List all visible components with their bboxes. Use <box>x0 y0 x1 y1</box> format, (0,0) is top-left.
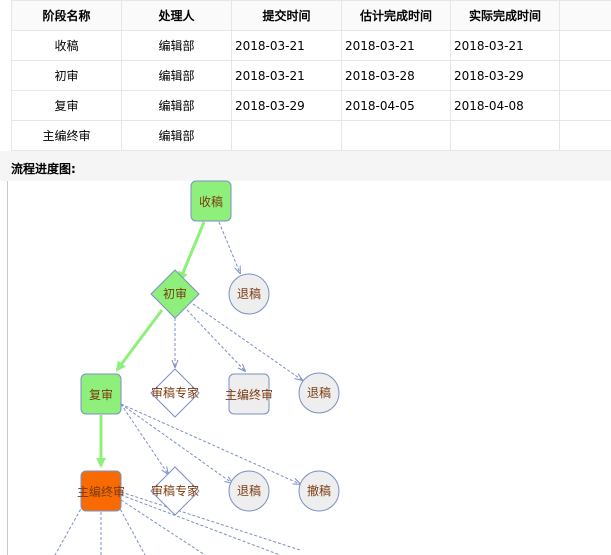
node-receive[interactable]: 收稿 <box>190 180 232 222</box>
cell-submit-time: 2018-03-21 <box>231 30 342 61</box>
cell-actual-time: 2018-03-29 <box>450 60 560 91</box>
edge-receive-to-first <box>178 221 206 282</box>
edge-final-out-5 <box>120 494 281 555</box>
cell-handler: 编辑部 <box>121 90 232 121</box>
cell-stage: 主编终审 <box>11 120 122 151</box>
edge-first-to-second <box>115 309 164 372</box>
cell-actual-time <box>450 120 560 151</box>
stage-table: 阶段名称 处理人 提交时间 估计完成时间 实际完成时间 收稿 编辑部 2018-… <box>11 0 611 151</box>
edge-second-to-withdraw <box>120 403 300 484</box>
node-expert-2[interactable]: 审稿专家 <box>150 466 200 516</box>
node-label: 退稿 <box>237 286 261 301</box>
col-header-extra <box>559 0 611 31</box>
edge-receive-to-return <box>218 221 240 273</box>
edge-final-out-3 <box>117 504 146 555</box>
cell-stage: 收稿 <box>11 30 122 61</box>
cell-stage: 复审 <box>11 90 122 121</box>
cell-submit-time <box>231 120 342 151</box>
node-return-3[interactable]: 退稿 <box>228 470 270 512</box>
cell-estimated-time: 2018-03-28 <box>341 60 451 91</box>
table-row: 收稿 编辑部 2018-03-21 2018-03-21 2018-03-21 <box>11 30 611 61</box>
flow-title: 流程进度图: <box>11 162 76 176</box>
node-final-current[interactable]: 主编终审 <box>77 470 125 512</box>
node-final-pending[interactable]: 主编终审 <box>225 373 273 415</box>
cell-estimated-time: 2018-04-05 <box>341 90 451 121</box>
node-label: 收稿 <box>199 194 223 209</box>
col-header-actual-time: 实际完成时间 <box>450 0 560 31</box>
edge-final-out-6 <box>120 491 301 551</box>
node-expert-1[interactable]: 审稿专家 <box>150 368 200 418</box>
table-row: 复审 编辑部 2018-03-29 2018-04-05 2018-04-08 <box>11 90 611 121</box>
node-label: 初审 <box>163 286 187 301</box>
progress-edges <box>96 221 206 468</box>
cell-estimated-time <box>341 120 451 151</box>
cell-handler: 编辑部 <box>121 120 232 151</box>
node-withdraw[interactable]: 撤稿 <box>298 470 340 512</box>
node-label: 退稿 <box>307 385 331 400</box>
node-label: 审稿专家 <box>151 483 199 498</box>
edge-second-to-return <box>120 403 232 483</box>
cell-actual-time: 2018-03-21 <box>450 30 560 61</box>
cell-extra <box>559 120 611 151</box>
node-label: 退稿 <box>237 483 261 498</box>
cell-extra <box>559 90 611 121</box>
edge-final-out-4 <box>120 499 206 555</box>
node-first-review[interactable]: 初审 <box>150 269 200 319</box>
cell-handler: 编辑部 <box>121 30 232 61</box>
table-header-row: 阶段名称 处理人 提交时间 估计完成时间 实际完成时间 <box>11 0 611 31</box>
node-label: 审稿专家 <box>151 385 199 400</box>
node-return-2[interactable]: 退稿 <box>298 372 340 414</box>
node-label: 主编终审 <box>225 387 273 402</box>
flow-section-header: 流程进度图: <box>0 151 611 181</box>
node-label: 复审 <box>89 387 113 402</box>
node-label: 撤稿 <box>307 483 331 498</box>
node-return-1[interactable]: 退稿 <box>228 273 270 315</box>
col-header-stage: 阶段名称 <box>11 0 122 31</box>
table-row: 主编终审 编辑部 <box>11 120 611 151</box>
edge-final-out-1 <box>54 504 84 555</box>
col-header-estimated-time: 估计完成时间 <box>341 0 451 31</box>
table-row: 初审 编辑部 2018-03-21 2018-03-28 2018-03-29 <box>11 60 611 91</box>
edge-second-to-expert <box>120 403 168 474</box>
edge-first-to-return <box>192 303 302 380</box>
canvas-left-border <box>7 181 8 555</box>
edge-first-to-final <box>186 309 245 371</box>
cell-submit-time: 2018-03-21 <box>231 60 342 91</box>
cell-extra <box>559 60 611 91</box>
node-second-review[interactable]: 复审 <box>80 373 122 415</box>
option-edges <box>54 221 302 555</box>
node-label: 主编终审 <box>77 484 125 499</box>
